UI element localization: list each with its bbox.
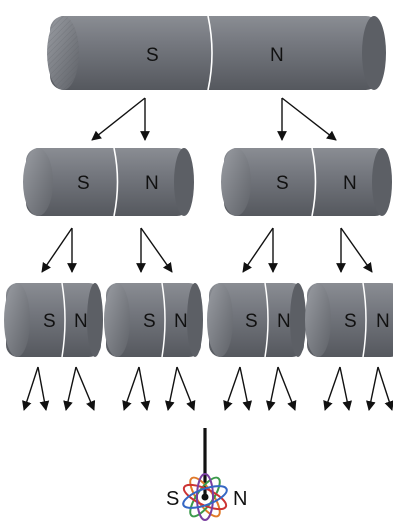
magnet-level-2-right: S N <box>221 147 392 217</box>
atom-orbits <box>182 473 228 521</box>
magnet-level-3-3: S N <box>207 282 306 358</box>
atom-south-label: S <box>166 488 179 510</box>
split-arrows-level-1 <box>91 97 337 141</box>
atom-north-label: N <box>233 488 247 510</box>
south-pole-label: S <box>245 311 258 332</box>
north-pole-label: N <box>174 311 188 332</box>
south-pole-label: S <box>77 173 90 194</box>
north-pole-label: N <box>376 311 390 332</box>
magnet-level-1: S N <box>47 15 386 91</box>
split-arrows-level-3 <box>22 366 393 411</box>
atom-nucleus <box>201 493 209 501</box>
south-pole-label: S <box>146 45 159 66</box>
north-pole-label: N <box>74 311 88 332</box>
magnet-level-3-2: S N <box>104 282 203 358</box>
south-pole-label: S <box>276 173 289 194</box>
magnet-level-3-4: S N <box>305 282 393 358</box>
north-pole-label: N <box>270 45 284 66</box>
magnet-level-3-1: S N <box>4 282 103 358</box>
south-pole-label: S <box>344 311 357 332</box>
split-arrows-level-2 <box>41 227 373 273</box>
south-pole-label: S <box>143 311 156 332</box>
north-pole-label: N <box>145 173 159 194</box>
north-pole-label: N <box>343 173 357 194</box>
magnet-level-2-left: S N <box>23 147 194 217</box>
atom: S N <box>166 428 247 521</box>
pole-divider <box>207 15 213 91</box>
south-pole-label: S <box>43 311 56 332</box>
north-pole-label: N <box>277 311 291 332</box>
